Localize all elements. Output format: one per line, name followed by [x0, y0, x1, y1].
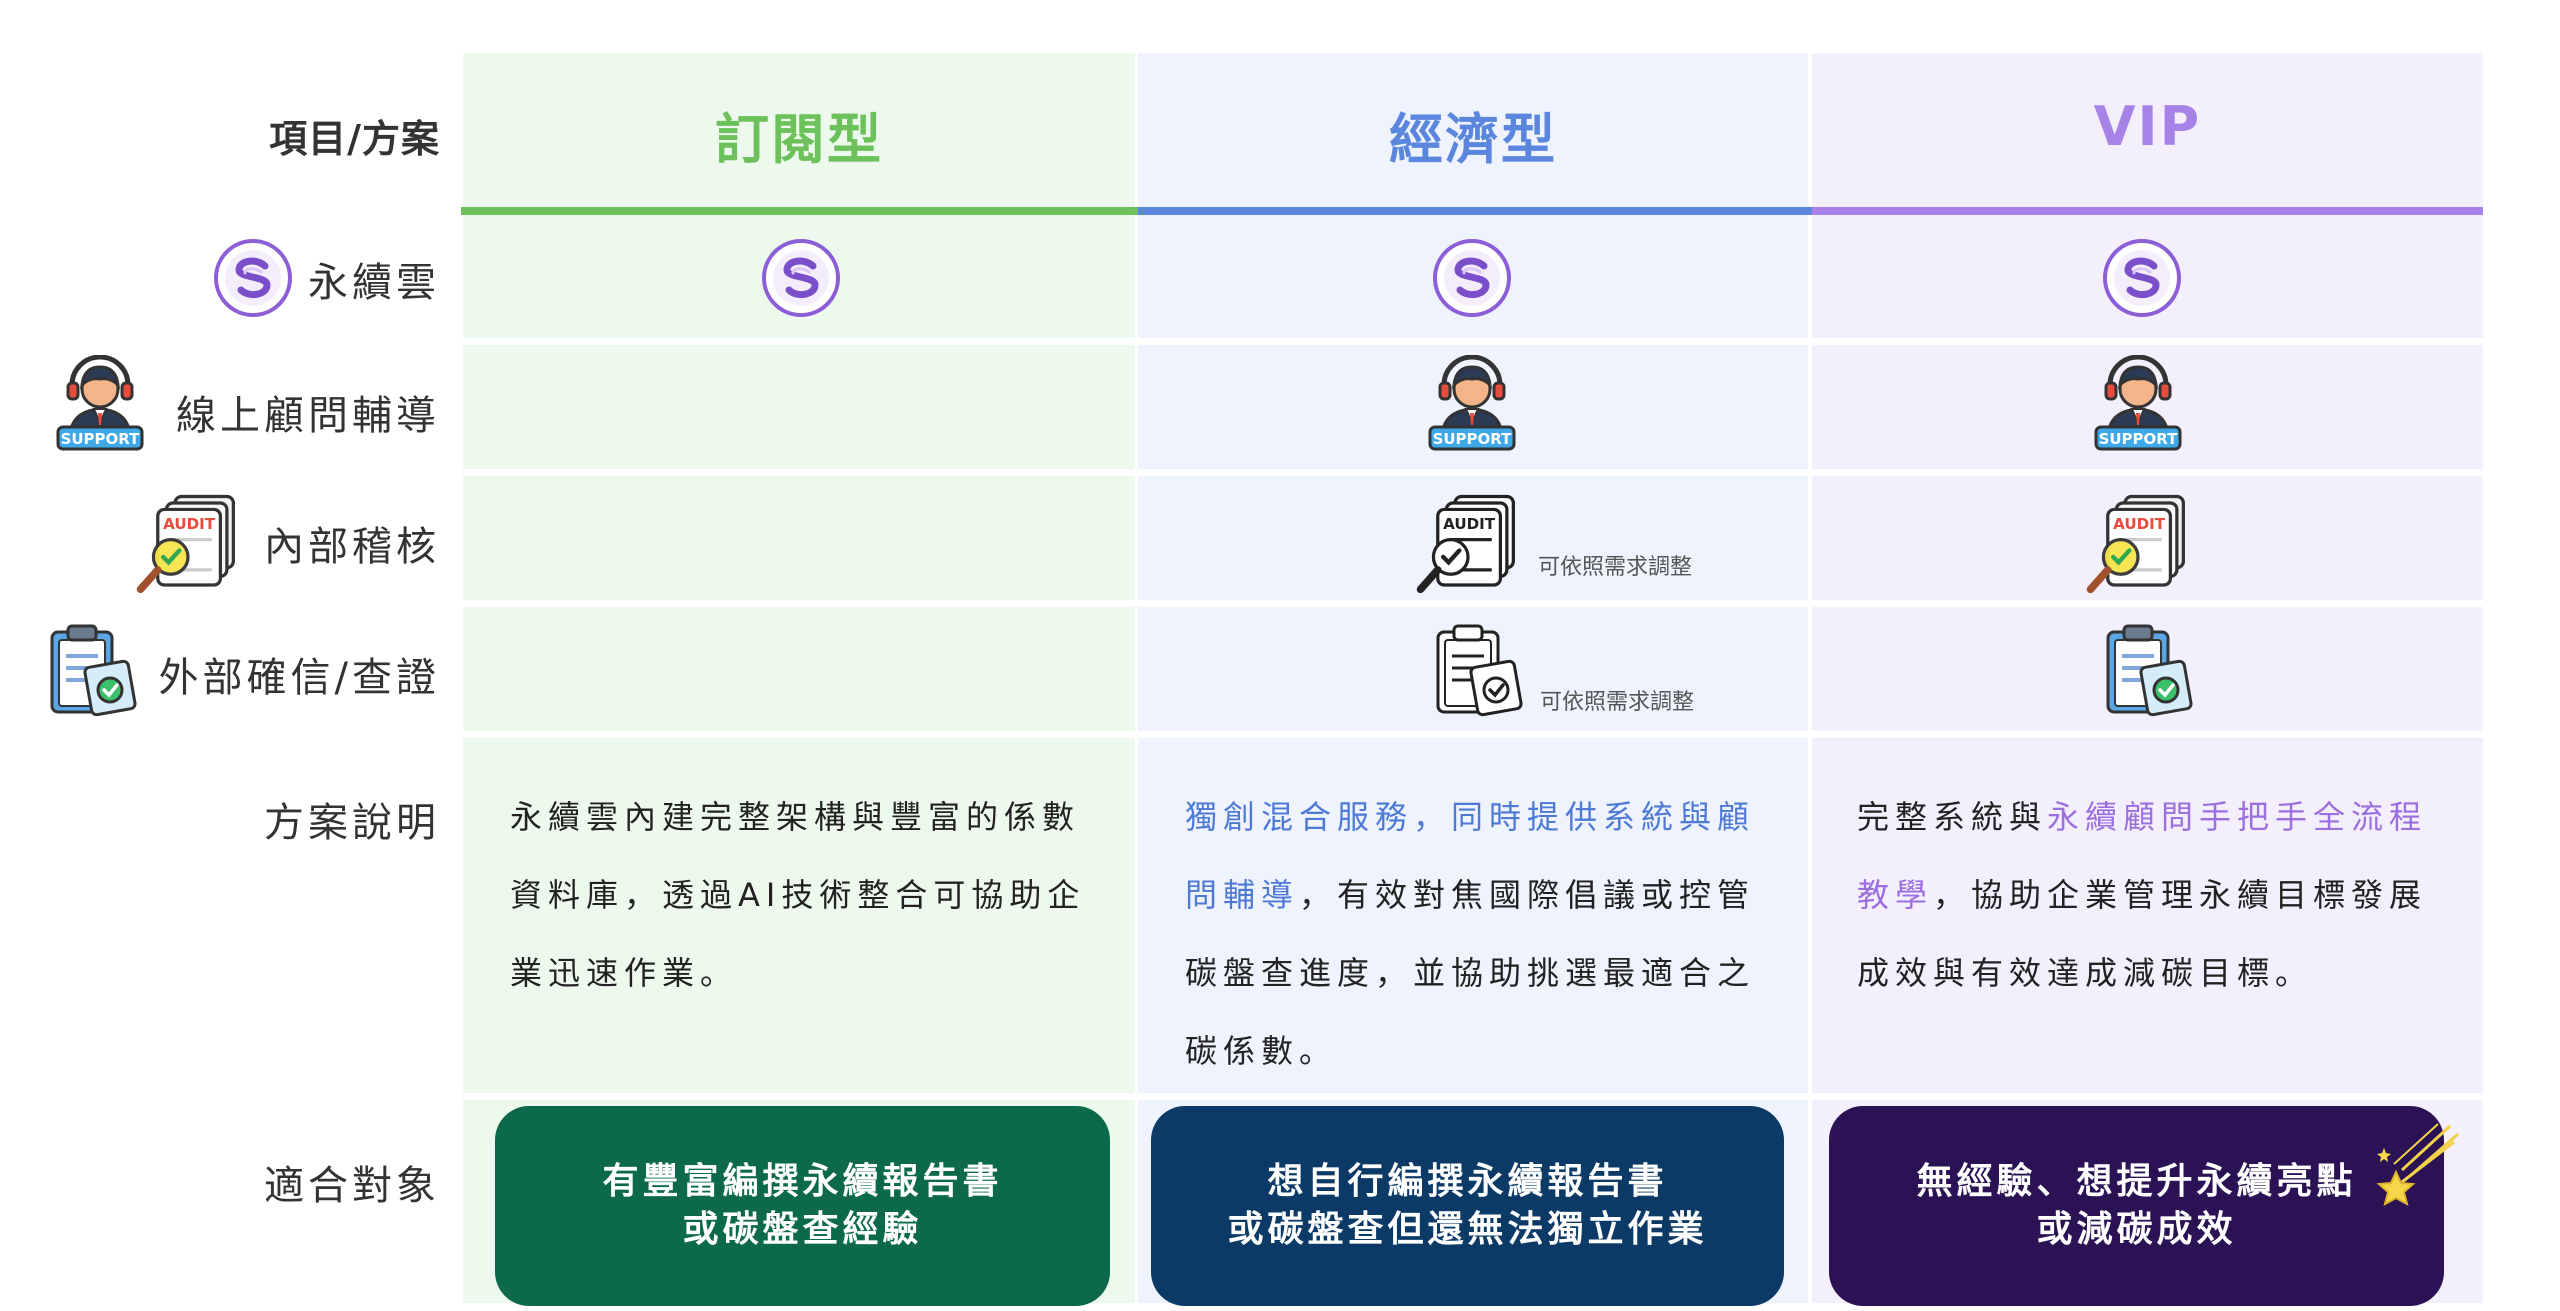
audit-report-icon: [2084, 490, 2192, 598]
target-economy-line-2: 或碳盤查但還無法獨立作業: [1227, 1209, 1708, 1250]
audit-report-icon: [134, 490, 242, 598]
description-vip: 完整系統與永續顧問手把手全流程教學，協助企業管理永續目標發展成效與有效達成減碳目…: [1857, 778, 2447, 1012]
plan-title-economy: 經濟型: [1389, 108, 1557, 171]
row-separator: [463, 469, 2483, 476]
support-agent-icon: [2088, 355, 2188, 455]
target-economy-line-1: 想自行編撰永續報告書: [1267, 1161, 1668, 1202]
row-separator: [463, 731, 2483, 738]
clipboard-verify-icon: [42, 618, 142, 718]
target-subscription-line-1: 有豐富編撰永續報告書: [602, 1161, 1003, 1202]
plan-bar-vip: [1812, 207, 2483, 215]
plan-title-vip: VIP: [2093, 95, 2202, 158]
plan-title-subscription: 訂閱型: [715, 108, 883, 171]
economy-verification-note: 可依照需求調整: [1540, 690, 1695, 715]
plan-bar-economy: [1138, 207, 1812, 215]
header-label: 項目/方案: [269, 117, 440, 161]
plan-bar-subscription: [461, 207, 1138, 215]
description-vip-prefix: 完整系統與: [1857, 798, 2048, 836]
cloud-logo-icon: [761, 238, 841, 318]
clipboard-verify-icon: [2098, 618, 2198, 718]
target-card-subscription: 有豐富編撰永續報告書 或碳盤查經驗: [495, 1106, 1110, 1306]
description-economy-highlight: 獨創混合服務，同時提供系統與顧問輔導: [1185, 798, 1756, 914]
cloud-logo-icon: [213, 238, 293, 318]
description-subscription: 永續雲內建完整架構與豐富的係數資料庫，透過AI技術整合可協助企業迅速作業。: [510, 778, 1100, 1012]
description-vip-text: ，協助企業管理永續目標發展成效與有效達成減碳目標。: [1857, 876, 2428, 992]
row-label-audit: 內部稽核: [264, 524, 440, 570]
description-economy-text: ，有效對焦國際倡議或控管碳盤查進度，並協助挑選最適合之碳係數。: [1185, 876, 1756, 1070]
support-agent-icon: [1422, 355, 1522, 455]
target-subscription-line-2: 或碳盤查經驗: [682, 1209, 923, 1250]
row-label-consulting: 線上顧問輔導: [176, 393, 440, 439]
row-label-description: 方案說明: [264, 800, 440, 846]
cloud-logo-icon: [1432, 238, 1512, 318]
row-separator: [463, 600, 2483, 607]
support-agent-icon: [50, 355, 150, 455]
cloud-logo-icon: [2102, 238, 2182, 318]
target-vip-line-1: 無經驗、想提升永續亮點: [1916, 1161, 2357, 1202]
clipboard-verify-icon: [1428, 618, 1528, 718]
target-card-vip: 無經驗、想提升永續亮點 或減碳成效: [1829, 1106, 2444, 1306]
description-subscription-text: 永續雲內建完整架構與豐富的係數資料庫，透過AI技術整合可協助企業迅速作業。: [510, 798, 1086, 992]
economy-audit-note: 可依照需求調整: [1538, 555, 1693, 580]
target-vip-line-2: 或減碳成效: [2036, 1209, 2237, 1250]
row-label-cloud: 永續雲: [308, 260, 440, 306]
row-label-verification: 外部確信/查證: [158, 655, 440, 701]
row-label-target: 適合對象: [264, 1163, 440, 1209]
row-separator: [463, 338, 2483, 345]
description-vip-highlight: 永續顧問手把手全流程教學: [1857, 798, 2428, 914]
audit-report-icon: [1414, 490, 1522, 598]
description-economy: 獨創混合服務，同時提供系統與顧問輔導，有效對焦國際倡議或控管碳盤查進度，並協助挑…: [1185, 778, 1775, 1090]
target-card-economy: 想自行編撰永續報告書 或碳盤查但還無法獨立作業: [1151, 1106, 1784, 1306]
row-separator: [463, 1093, 2483, 1100]
shooting-star-icon: [2376, 1123, 2459, 1206]
